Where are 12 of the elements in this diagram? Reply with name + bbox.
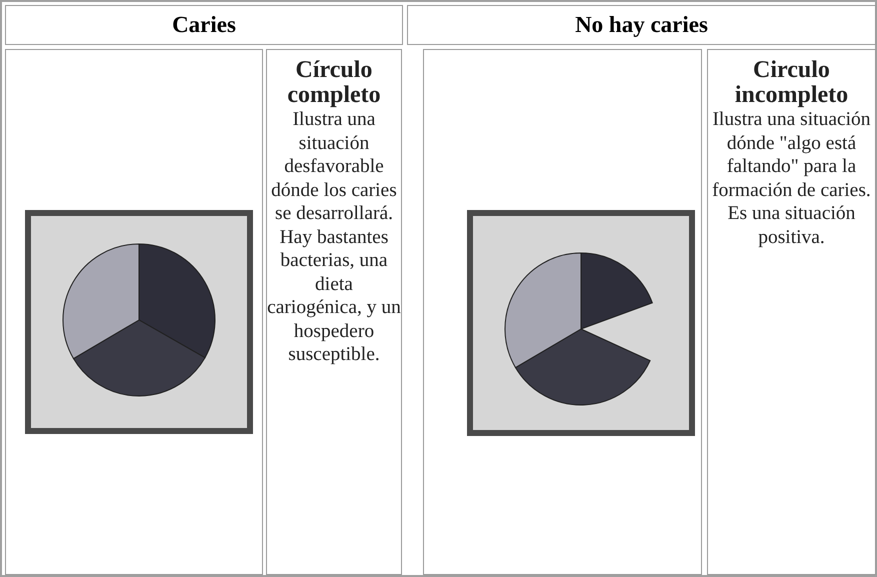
cell-description: Ilustra una situación desfavorable dónde los caries se desarrollará. Hay bastantes bacterias, una dieta cariogénica, y un hospedero susceptible.	[267, 108, 401, 366]
image-cell	[423, 49, 702, 575]
cell-heading: Circulo incompleto	[734, 58, 850, 108]
column-header: Caries	[172, 12, 236, 38]
cell-heading: Círculo completo	[286, 58, 382, 108]
table-cell	[5, 5, 403, 45]
table-cell	[266, 49, 402, 575]
column-header: No hay caries	[575, 12, 708, 38]
image-cell	[5, 49, 263, 575]
table-cell	[707, 49, 876, 575]
cell-description: Ilustra una situación dónde "algo está faltando" para la formación de caries. Es una situación positiva.	[711, 108, 872, 249]
table-cell	[407, 5, 876, 45]
